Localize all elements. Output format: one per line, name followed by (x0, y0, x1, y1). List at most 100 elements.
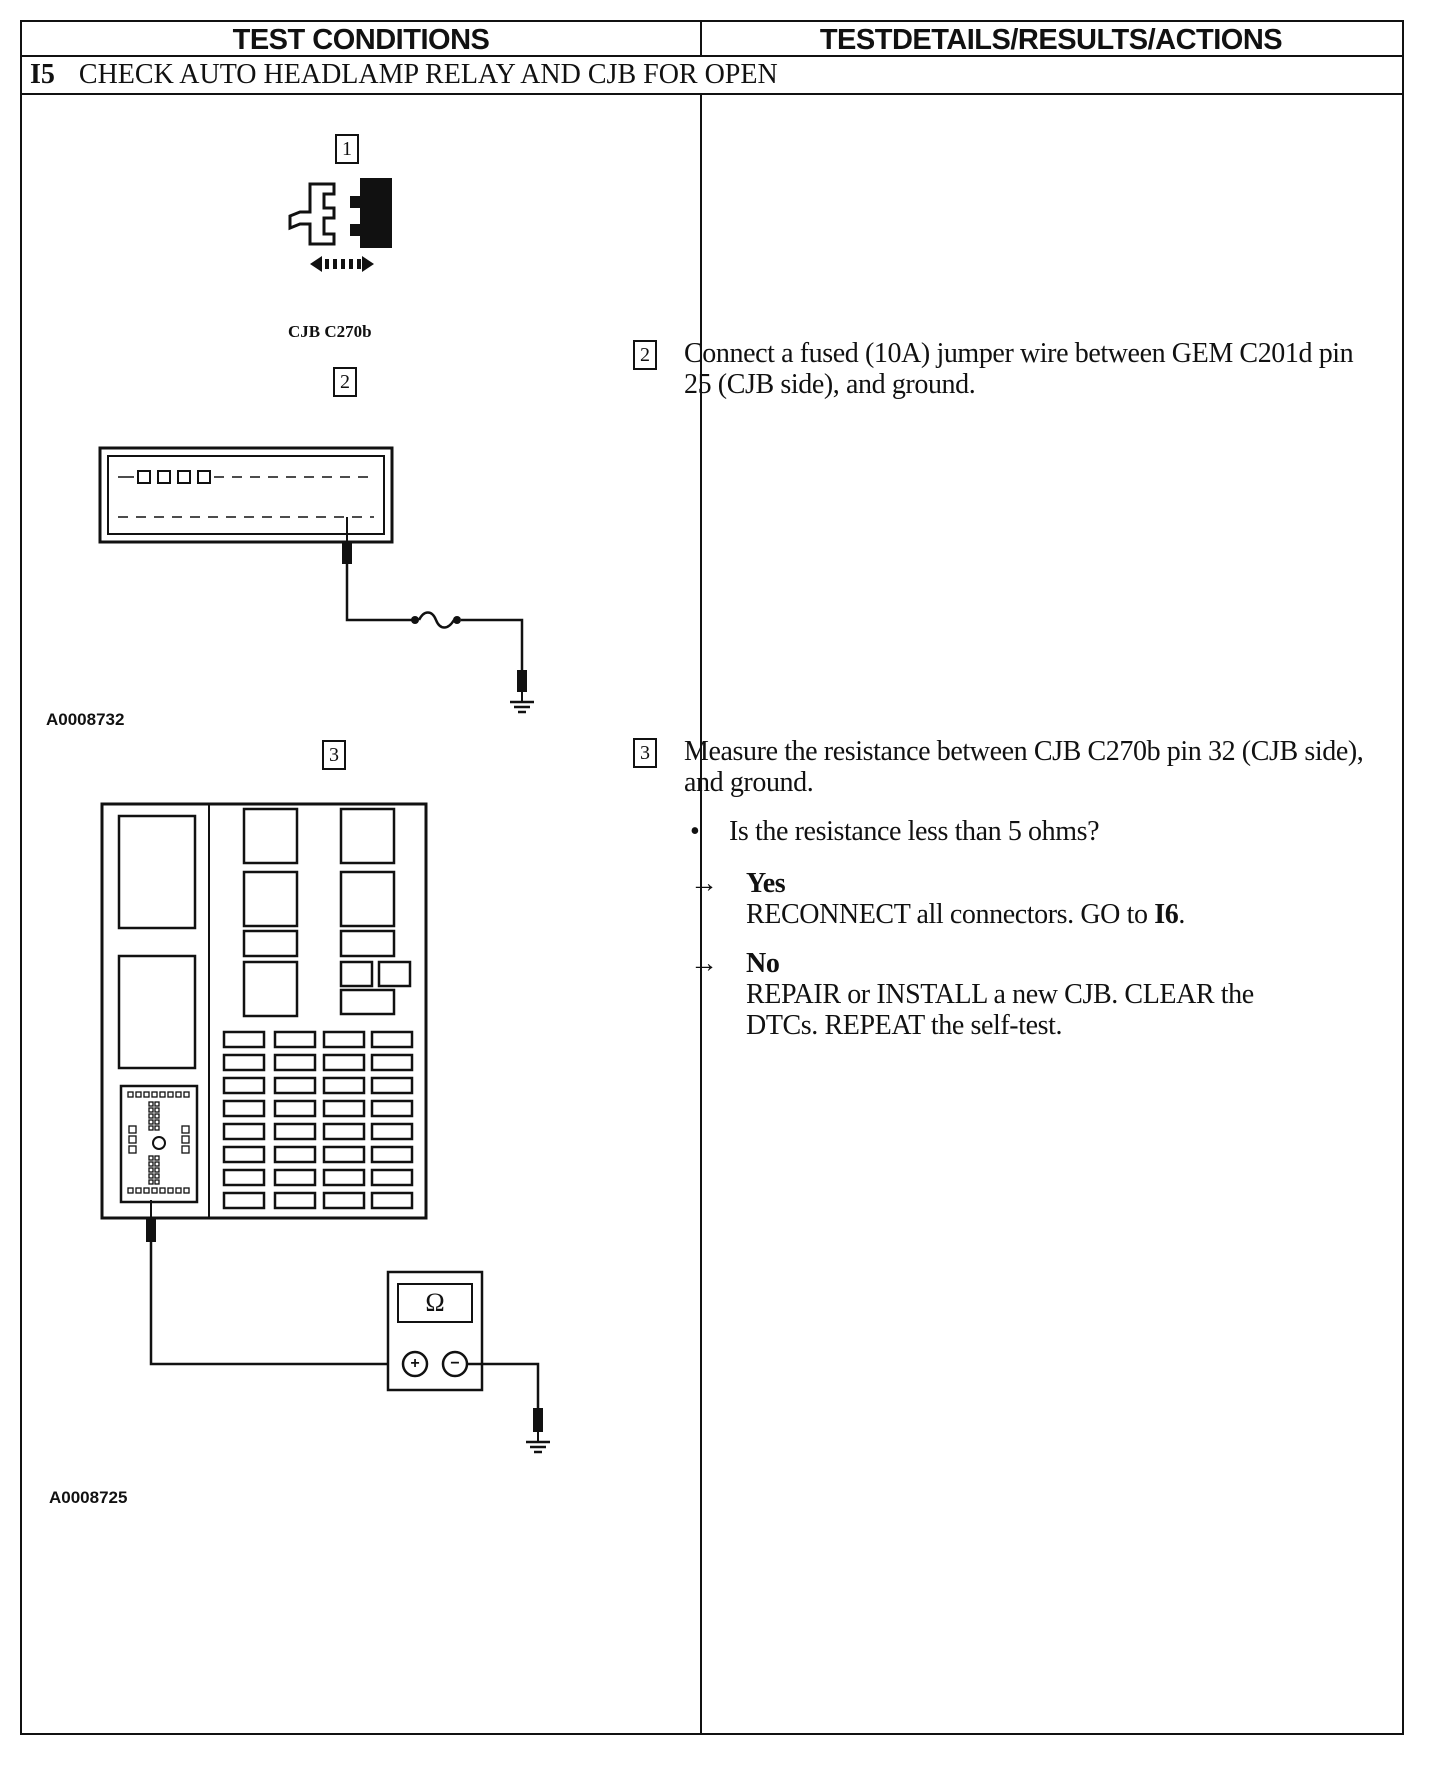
connector-pin (148, 1113, 154, 1119)
connector-pin (148, 1125, 154, 1131)
fuse-slot (273, 1030, 317, 1049)
connector-pin (183, 1187, 190, 1194)
fuse-slot (222, 1099, 266, 1118)
fuse-slot (273, 1168, 317, 1187)
connector-pin (127, 1187, 134, 1194)
fuse-slot (322, 1076, 366, 1095)
connector-pin (148, 1107, 154, 1113)
connector-pin (159, 1187, 166, 1194)
figure-3-id: A0008725 (49, 1488, 128, 1507)
connector-pin (154, 1101, 160, 1107)
fuse-slot (322, 1030, 366, 1049)
fuse-slot (273, 1145, 317, 1164)
meter-plus-terminal: + (410, 1355, 420, 1372)
connector-pin (154, 1179, 160, 1185)
connector-pin (181, 1125, 190, 1134)
yes-goto: I6 (1154, 899, 1179, 930)
fuse-slot (322, 1053, 366, 1072)
connector-pin (183, 1091, 190, 1098)
connector-pin (148, 1155, 154, 1161)
step-divider (22, 93, 1402, 95)
figure-1-number: 1 (335, 134, 359, 164)
no-arrow: → (690, 948, 718, 979)
connector-pin (175, 1187, 182, 1194)
step-3-number: 3 (633, 738, 657, 768)
connector-pin (151, 1187, 158, 1194)
figure-2-id: A0008732 (46, 710, 125, 729)
connector-pin (154, 1125, 160, 1131)
ohm-symbol: Ω (425, 1288, 445, 1317)
fuse-slot (273, 1076, 317, 1095)
fuse-slot (370, 1053, 414, 1072)
question-text: Is the resistance less than 5 ohms? (729, 816, 1100, 847)
connector-pin (154, 1119, 160, 1125)
fuse-slot (222, 1030, 266, 1049)
connector-pin (181, 1135, 190, 1144)
test-sheet: TEST CONDITIONS TESTDETAILS/RESULTS/ACTI… (20, 20, 1404, 1735)
connector-pin (159, 1091, 166, 1098)
fuse-slot (322, 1168, 366, 1187)
connector-pin (143, 1187, 150, 1194)
step-title: CHECK AUTO HEADLAMP RELAY AND CJB FOR OP… (78, 59, 778, 90)
fuse-slot (370, 1076, 414, 1095)
fuse-slot (370, 1168, 414, 1187)
header-test-details: TESTDETAILS/RESULTS/ACTIONS (819, 24, 1283, 56)
no-action: REPAIR or INSTALL a new CJB. CLEAR the D… (746, 979, 1254, 1041)
fuse-slot (273, 1053, 317, 1072)
yes-arrow: → (690, 868, 718, 899)
connector-pin (143, 1091, 150, 1098)
fuse-slot (370, 1030, 414, 1049)
jumper-wire-diagram (98, 446, 534, 714)
fuse-slot (273, 1099, 317, 1118)
connector-disconnect-icon (288, 178, 392, 272)
fuse-slot (370, 1099, 414, 1118)
connector-pin (128, 1135, 137, 1144)
bullet-mark: • (690, 816, 700, 847)
connector-pin (151, 1091, 158, 1098)
fuse-slot (222, 1168, 266, 1187)
fuse-slot (322, 1191, 366, 1210)
meter-minus-terminal: − (450, 1355, 460, 1372)
step-2-text: Connect a fused (10A) jumper wire betwee… (684, 338, 1354, 400)
connector-pin (135, 1187, 142, 1194)
header-divider (22, 55, 1402, 57)
connector-pin (154, 1113, 160, 1119)
yes-end: . (1178, 899, 1185, 930)
fuse-slot (222, 1122, 266, 1141)
figure-2-number: 2 (333, 367, 357, 397)
yes-action: RECONNECT all connectors. GO to I6. (746, 899, 1366, 930)
connector-pin (167, 1091, 174, 1098)
fuse-slot (273, 1191, 317, 1210)
step-3-text: Measure the resistance between CJB C270b… (684, 736, 1364, 798)
yes-text: RECONNECT all connectors. GO to (746, 899, 1148, 930)
fuse-slot (273, 1122, 317, 1141)
fuse-slot (322, 1122, 366, 1141)
connector-pin (148, 1119, 154, 1125)
connector-pin (148, 1179, 154, 1185)
connector-pin (154, 1161, 160, 1167)
header-test-conditions: TEST CONDITIONS (232, 24, 490, 56)
connector-pin (148, 1101, 154, 1107)
connector-pin (128, 1145, 137, 1154)
yes-label: Yes (746, 868, 786, 899)
connector-pin (127, 1091, 134, 1098)
connector-pin (167, 1187, 174, 1194)
connector-pin (135, 1091, 142, 1098)
fuse-slot (222, 1053, 266, 1072)
figure-3-number: 3 (322, 740, 346, 770)
connector-pin (128, 1125, 137, 1134)
connector-pin (175, 1091, 182, 1098)
fuse-slot (370, 1145, 414, 1164)
connector-pin (181, 1145, 190, 1154)
connector-pin (154, 1167, 160, 1173)
cjb-resistance-diagram (100, 802, 550, 1454)
connector-pin (148, 1173, 154, 1179)
no-label: No (746, 948, 780, 979)
column-divider (700, 22, 702, 1733)
fuse-slot (222, 1191, 266, 1210)
step-2-number: 2 (633, 340, 657, 370)
connector-pin (148, 1167, 154, 1173)
fuse-slot (322, 1145, 366, 1164)
connector-pin (154, 1107, 160, 1113)
